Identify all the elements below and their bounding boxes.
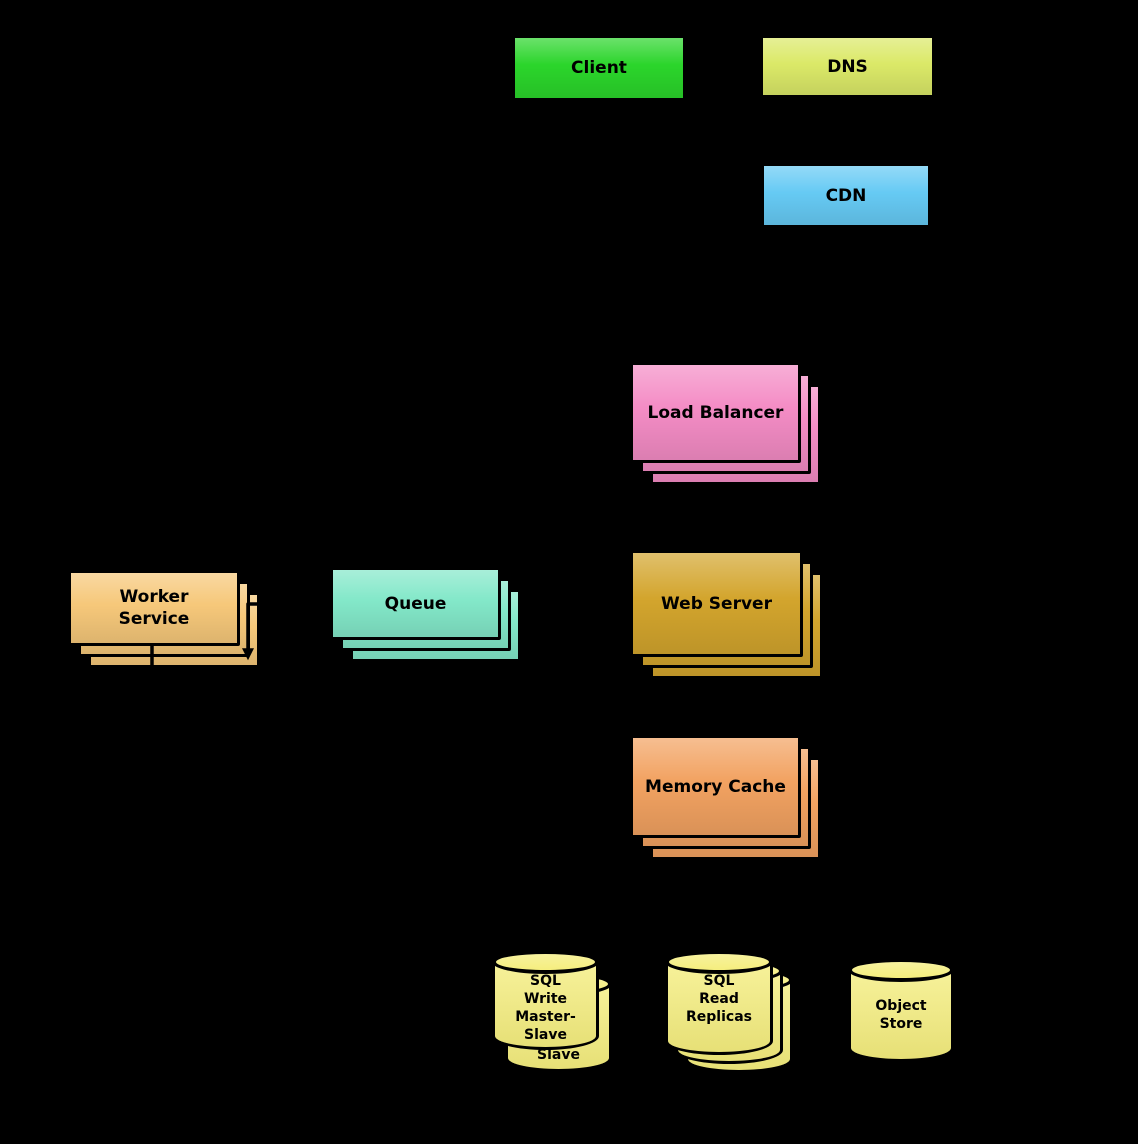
web-server-node: Web Server xyxy=(630,550,823,679)
queue-box: Queue xyxy=(330,567,501,640)
dns-label: DNS xyxy=(827,56,868,77)
web-server-box: Web Server xyxy=(630,550,803,657)
sql-write-cylinder: SQL Write Master- Slave xyxy=(492,950,599,1050)
sql-read-label: SQL Read Replicas xyxy=(665,972,773,1051)
sql-write-label-line-3: Master- xyxy=(515,1009,576,1025)
client-node: Client xyxy=(512,35,686,101)
sql-write-body xyxy=(492,961,599,1050)
client-box: Client xyxy=(512,35,686,101)
sql-read-top xyxy=(665,950,773,974)
cdn-box: CDN xyxy=(761,163,931,228)
dns-box: DNS xyxy=(760,35,935,98)
arrow-web-server-to-object-store xyxy=(824,639,903,958)
arrow-web-server-to-sql-write xyxy=(552,678,626,948)
sql-write-label: SQL Write Master- Slave xyxy=(492,972,599,1046)
arrow-client-to-load-balancer xyxy=(596,104,720,363)
sql-write-label-line-1: SQL xyxy=(530,973,561,989)
web-server-label: Web Server xyxy=(661,593,772,614)
object-store-label-line-1: Object xyxy=(875,998,927,1014)
sql-read-body xyxy=(665,961,773,1055)
sql-read-cylinder: SQL Read Replicas xyxy=(665,950,773,1055)
memory-cache-node: Memory Cache xyxy=(630,735,821,860)
object-store-cylinder: Object Store xyxy=(848,958,954,1062)
sql-read-label-line-3: Replicas xyxy=(686,1009,752,1025)
sql-write-label-line-2: Write xyxy=(523,991,568,1007)
sql-read-replicas-node: SQL Read Replicas xyxy=(665,950,793,1073)
worker-service-label-line-2: Service xyxy=(118,609,190,629)
object-store-top xyxy=(848,958,954,982)
sql-write-master-slave-node: Slave SQL Write Master- Slave xyxy=(492,950,612,1072)
sql-read-label-line-1: SQL xyxy=(703,973,735,989)
memory-cache-box: Memory Cache xyxy=(630,735,801,838)
load-balancer-node: Load Balancer xyxy=(630,362,821,485)
arrow-client-to-cdn xyxy=(688,87,755,187)
object-store-label-line-2: Store xyxy=(879,1016,923,1032)
object-store-label: Object Store xyxy=(848,972,954,1058)
sql-write-copy-peek-label: Slave xyxy=(537,1047,580,1063)
object-store-node: Object Store xyxy=(848,958,954,1062)
sql-write-label-line-4: Slave xyxy=(524,1027,567,1043)
cdn-label: CDN xyxy=(825,185,867,206)
load-balancer-label: Load Balancer xyxy=(647,402,784,423)
cdn-node: CDN xyxy=(761,163,931,228)
sql-write-top xyxy=(492,950,599,974)
memory-cache-label: Memory Cache xyxy=(645,776,786,797)
queue-label: Queue xyxy=(384,593,447,614)
object-store-body xyxy=(848,969,954,1062)
queue-node: Queue xyxy=(330,567,521,662)
worker-service-label: Worker Service xyxy=(119,586,190,630)
worker-service-box: Worker Service xyxy=(68,570,240,646)
client-label: Client xyxy=(571,58,627,78)
worker-service-node: Worker Service xyxy=(68,570,260,668)
dns-node: DNS xyxy=(760,35,935,98)
load-balancer-box: Load Balancer xyxy=(630,362,801,463)
worker-service-label-line-1: Worker xyxy=(119,587,189,607)
sql-read-label-line-2: Read xyxy=(699,991,739,1007)
